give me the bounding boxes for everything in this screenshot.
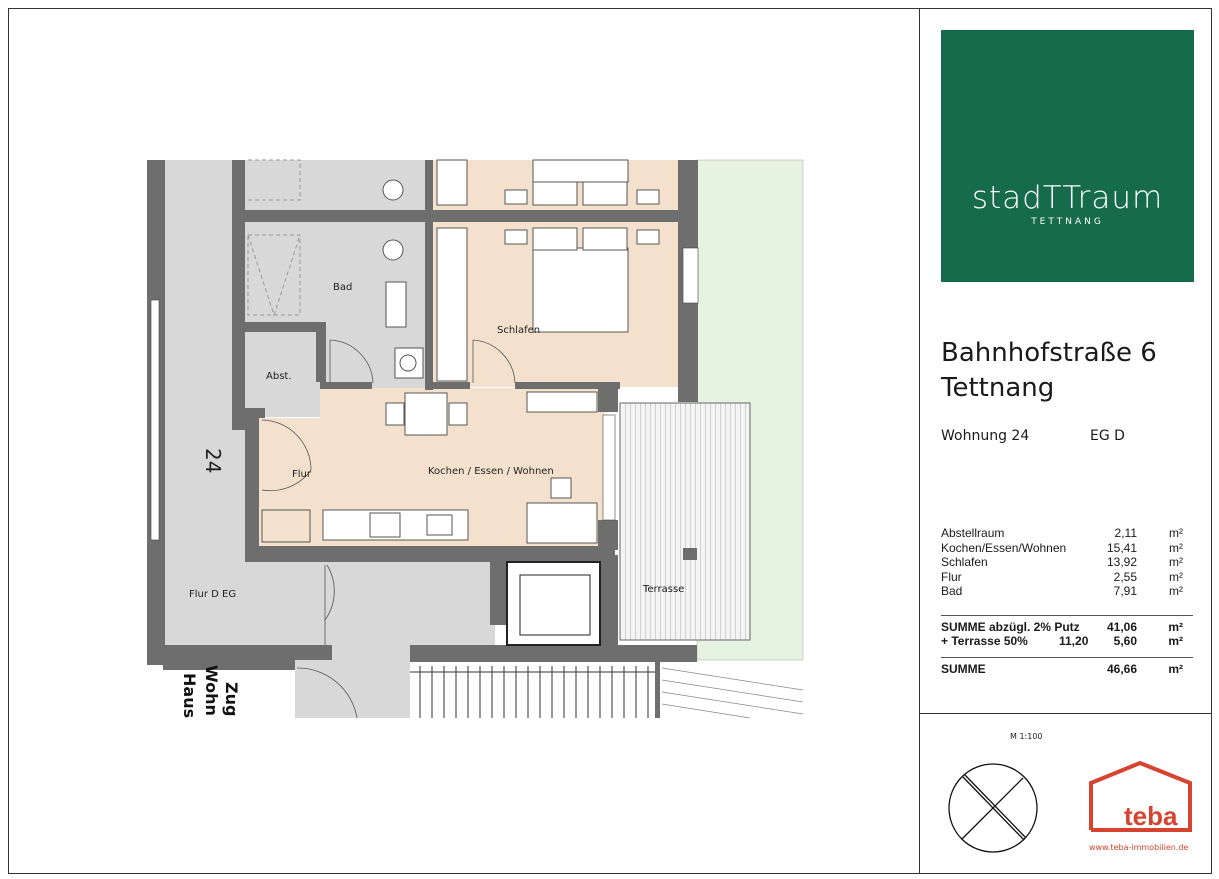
furniture: [261, 159, 660, 544]
stadttraum-logo: stadTTraum TETTNANG: [941, 30, 1194, 282]
window: [682, 247, 699, 304]
scale-label: M 1:100: [1010, 732, 1043, 741]
cut-text: Haus: [180, 673, 199, 718]
cut-text: Zug: [222, 682, 241, 716]
cut-text: Wohn: [202, 665, 221, 716]
terrace: [619, 402, 751, 641]
unit-label: Wohnung 24: [941, 428, 1030, 444]
divider: [919, 8, 920, 874]
brand-name: stadTTraum: [971, 180, 1164, 216]
street: Bahnhofstraße 6: [941, 338, 1157, 368]
divider: [919, 713, 1212, 714]
label-schlafen: Schlafen: [497, 325, 540, 336]
room-abst: [245, 332, 320, 417]
floor-plan: Bad Schlafen Abst. Flur Kochen / Essen /…: [147, 159, 804, 719]
sheet-border: [8, 8, 1212, 874]
brand-subtitle: TETTNANG: [1031, 217, 1104, 227]
window: [602, 414, 616, 521]
label-bad: Bad: [333, 282, 352, 293]
window: [150, 299, 160, 541]
unit-number: 24: [201, 448, 225, 473]
walls: [147, 160, 698, 718]
divider: [941, 656, 1193, 658]
label-flur-eg: Flur D EG: [189, 589, 236, 600]
flur-d-eg: [160, 555, 495, 650]
doors: [261, 339, 516, 719]
teba-url[interactable]: www.teba-immobilien.de: [1089, 843, 1189, 852]
label-abst: Abst.: [266, 371, 292, 382]
floor-label: EG D: [1090, 428, 1125, 444]
stairs: [410, 666, 655, 718]
label-flur: Flur: [292, 469, 312, 480]
city: Tettnang: [941, 373, 1055, 403]
label-terrasse: Terrasse: [642, 584, 684, 595]
address: Bahnhofstraße 6 Tettnang: [941, 336, 1157, 406]
label-kochen: Kochen / Essen / Wohnen: [428, 466, 554, 477]
divider: [941, 614, 1193, 616]
